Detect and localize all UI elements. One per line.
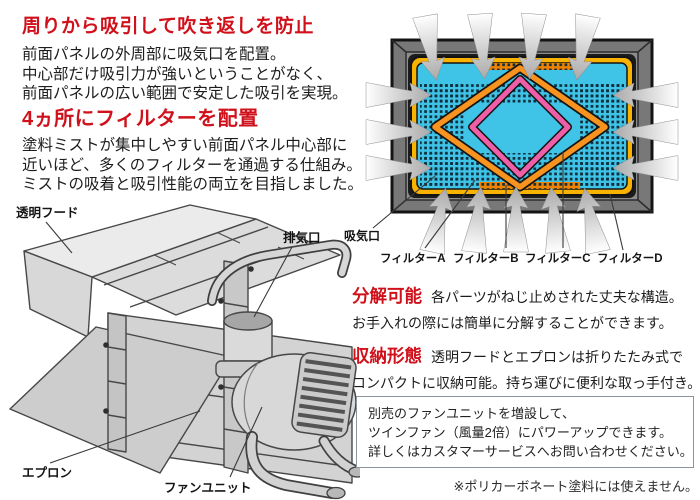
option-box-line-3: 詳しくはカスタマーサービスへお問い合わせください。 bbox=[368, 444, 693, 459]
filter-b-label: フィルターB bbox=[453, 251, 519, 265]
panel-face bbox=[410, 56, 634, 196]
section-suction-line-2: 中心部だけ吸引力が強いということがなく、 bbox=[22, 65, 333, 83]
filter-c-diamond bbox=[430, 63, 610, 192]
storage-heading: 収納形態 bbox=[352, 346, 422, 366]
section-filters-line-2: 近いほど、多くのフィルターを通過する仕組み。 bbox=[22, 156, 362, 174]
option-box-line-2: ツインファン（風量2倍）にパワーアップできます。 bbox=[368, 425, 673, 440]
section-suction-heading: 周りから吸引して吹き返しを防止 bbox=[22, 16, 314, 37]
diagram-leader-lines bbox=[372, 152, 624, 251]
drawing-leader-lines bbox=[45, 221, 293, 478]
section-filters-line-1: 塗料ミストが集中しやすい前面パネル中心部に bbox=[22, 137, 348, 154]
fan-unit-label: ファンユニット bbox=[164, 481, 252, 495]
storage-line-1: 透明フードとエプロンは折りたたみ式で bbox=[431, 349, 683, 365]
option-box-line-1: 別売のファンユニットを増設して、 bbox=[368, 406, 575, 421]
clamp-knobs bbox=[103, 266, 254, 414]
section-storage: 収納形態透明フードとエプロンは折りたたみ式で コンパクトに収納可能。持ち運びに便… bbox=[352, 343, 700, 394]
storage-line-2: コンパクトに収納可能。持ち運びに便利な取っ手付き。 bbox=[352, 375, 700, 391]
section-suction-line-1: 前面パネルの外周部に吸気口を配置。 bbox=[22, 46, 286, 63]
spray-booth-drawing: 透明フード 排気口 エプロン ファンユニット bbox=[9, 204, 360, 500]
carry-handle bbox=[207, 239, 352, 306]
disassembly-line-1: 各パーツがねじ止めされた丈夫な構造。 bbox=[431, 289, 683, 305]
apron-label: エプロン bbox=[22, 465, 72, 480]
intake-port-label: 吸気口 bbox=[344, 228, 380, 243]
filter-a-label: フィルターA bbox=[380, 251, 446, 265]
filter-c-label: フィルターC bbox=[525, 251, 591, 265]
fan-grille bbox=[291, 352, 357, 438]
front-panel-diagram: 吸気口 フィルターA フィルターB フィルターC フィルターD bbox=[344, 12, 679, 265]
filter-d-label: フィルターD bbox=[597, 251, 663, 265]
section-suction: 周りから吸引して吹き返しを防止 前面パネルの外周部に吸気口を配置。 中心部だけ吸… bbox=[22, 11, 348, 104]
disassembly-line-2: お手入れの際には簡単に分解することができます。 bbox=[352, 315, 673, 331]
option-info-box: 別売のファンユニットを増設して、 ツインファン（風量2倍）にパワーアップできます… bbox=[356, 396, 694, 468]
hood-label: 透明フード bbox=[16, 206, 79, 220]
section-disassembly: 分解可能各パーツがねじ止めされた丈夫な構造。 お手入れの際には簡単に分解すること… bbox=[352, 283, 700, 334]
footnote: ※ポリカーボネート塗料には使えません。 bbox=[453, 479, 698, 494]
fan-unit-body bbox=[231, 352, 357, 451]
disassembly-heading: 分解可能 bbox=[352, 286, 422, 306]
section-filters-heading: 4ヵ所にフィルターを配置 bbox=[22, 108, 259, 130]
section-suction-line-3: 前面パネルの広い範囲で安定した吸引を実現。 bbox=[22, 85, 348, 102]
exhaust-label: 排気口 bbox=[283, 230, 321, 245]
section-filters: 4ヵ所にフィルターを配置 塗料ミストが集中しやすい前面パネル中心部に 近いほど、… bbox=[22, 102, 363, 195]
filter-a-diamond bbox=[468, 75, 572, 179]
section-filters-line-3: ミストの吸着と吸引性能の両立を目指しました。 bbox=[22, 176, 364, 193]
fan-unit-legs bbox=[245, 431, 360, 500]
